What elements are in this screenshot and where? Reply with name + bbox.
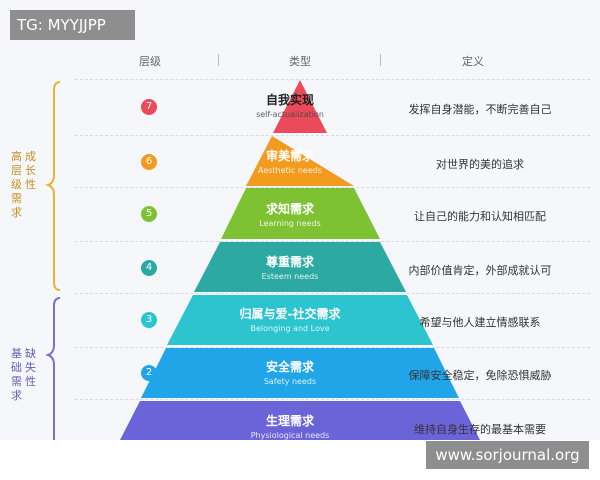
row-divider [75,79,590,80]
watermark-top-left: TG: MYYJJPP [10,10,135,40]
tier-2-shape [141,348,459,398]
tier-6-name-en: Aesthetic needs [257,166,322,175]
level-5-badge: 5 [141,206,157,222]
tier-7-name-en: self-actualization [256,110,324,119]
growth-type-label: 成长性 [25,150,36,191]
row-divider [75,241,590,242]
tier-3-name: 归属与爱-社交需求 [239,307,341,321]
tier-4-name: 尊重需求 [265,255,314,269]
header-level: 层级 [139,55,161,68]
growth-group-label: 高层级需求 [11,150,22,219]
row-divider [75,135,590,136]
tier-1-name: 生理需求 [265,414,314,428]
tier-1-name-en: Physiological needs [250,431,330,440]
tier-1-definition: 维持自身生存的最基本需要 [414,423,546,436]
deficiency-type-label: 缺失性 [25,347,36,388]
growth-bracket [44,81,61,291]
tier-3-shape [167,295,433,345]
tier-4-label: 尊重需求 Esteem needs [140,255,440,283]
tier-7-name: 自我实现 [265,93,314,107]
tier-7-shape [273,80,327,133]
tier-3-definition: 希望与他人建立情感联系 [419,316,541,329]
level-4-badge: 4 [141,260,157,276]
tier-6-name: 审美需求 [265,149,314,163]
tier-7-definition: 发挥自身潜能，不断完善自己 [408,103,552,116]
level-7-badge: 7 [141,99,157,115]
deficiency-group-label: 基础需求 [11,347,22,402]
tier-5-name: 求知需求 [265,202,314,216]
tier-2-name-en: Safety needs [263,377,317,386]
tier-6-label: 审美需求 Aesthetic needs [140,149,440,177]
watermark-bottom-right: www.sorjournal.org [426,441,589,469]
tier-1-label: 生理需求 Physiological needs [140,414,440,440]
tier-4-shape [194,242,406,292]
tier-6-shape [246,136,354,186]
row-divider [75,187,590,188]
row-divider [75,399,590,400]
header-definition: 定义 [462,55,484,68]
deficiency-bracket [44,297,61,440]
header-separator [218,54,219,66]
tier-1-shape [120,401,480,440]
tier-2-definition: 保障安全稳定，免除恐惧威胁 [408,369,552,382]
pyramid [44,80,480,440]
header-type: 类型 [289,55,311,68]
tier-7-label: 自我实现 self-actualization [140,93,440,121]
header-separator [380,54,381,66]
tier-2-name: 安全需求 [265,360,314,374]
tier-5-label: 求知需求 Learning needs [140,202,440,230]
row-divider [75,293,590,294]
row-divider [75,347,590,348]
level-2-badge: 2 [141,365,157,381]
tier-5-definition: 让自己的能力和认知相匹配 [414,210,546,223]
tier-3-name-en: Belonging and Love [250,324,330,333]
tier-6-definition: 对世界的美的追求 [436,158,524,171]
tier-5-shape [221,188,380,239]
tier-3-label: 归属与爱-社交需求 Belonging and Love [140,307,440,335]
tier-4-definition: 内部价值肯定，外部成就认可 [408,264,552,277]
tier-4-name-en: Esteem needs [261,272,319,281]
tier-2-label: 安全需求 Safety needs [140,360,440,388]
level-3-badge: 3 [141,312,157,328]
level-6-badge: 6 [141,154,157,170]
tier-5-name-en: Learning needs [259,219,321,228]
diagram-canvas: 层级 类型 定义 7 6 5 4 3 2 自我实现 self-actualiza… [11,54,590,440]
